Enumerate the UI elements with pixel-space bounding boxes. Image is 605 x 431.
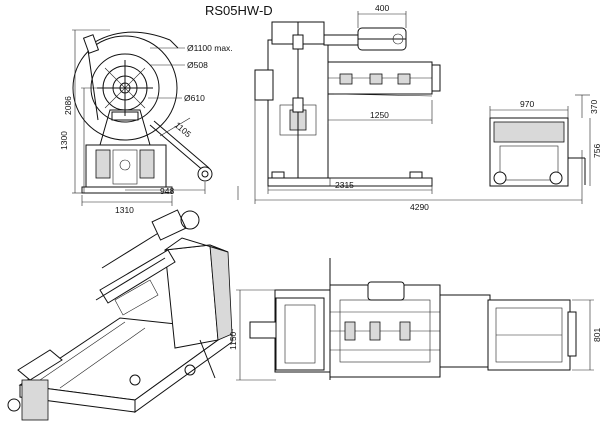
dim-w1250: 1250 — [370, 110, 389, 120]
dim-h1300: 1300 — [59, 131, 69, 150]
dim-d610: Ø610 — [184, 93, 205, 103]
isometric-view — [7, 209, 234, 421]
dim-h801: 801 — [592, 328, 602, 342]
dim-w1310: 1310 — [115, 205, 134, 215]
top-view — [236, 258, 594, 381]
dim-h756: 756 — [592, 144, 602, 158]
dim-w2315: 2315 — [335, 180, 354, 190]
front-view — [72, 29, 213, 206]
dim-h370: 370 — [589, 100, 599, 114]
dim-l1105: 1105 — [173, 120, 194, 140]
dim-h2086: 2086 — [63, 96, 73, 115]
drawing-title: RS05HW-D — [205, 3, 273, 18]
dim-w4290: 4290 — [410, 202, 429, 212]
side-view — [237, 11, 591, 204]
dim-w948: 948 — [160, 186, 174, 196]
dim-d1100: Ø1100 max. — [187, 43, 233, 53]
dim-d508: Ø508 — [187, 60, 208, 70]
dim-h1150: 1150 — [228, 331, 238, 350]
dim-w970: 970 — [520, 99, 534, 109]
dim-w400: 400 — [375, 3, 389, 13]
